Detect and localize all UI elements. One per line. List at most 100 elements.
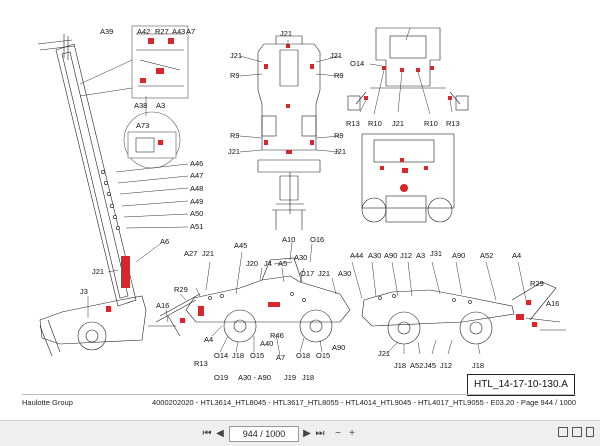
label-a10: A10 <box>282 235 295 244</box>
label-a90-a: A90 <box>332 343 345 352</box>
label-o14-left: O14 <box>214 351 228 360</box>
label-a40: A40 <box>260 339 273 348</box>
label-a30-b: A30 <box>294 253 307 262</box>
label-j3: J3 <box>80 287 88 296</box>
label-j12-b: J12 <box>440 361 452 370</box>
label-j21-br: J21 <box>334 147 346 156</box>
machine-front-view <box>347 27 469 111</box>
label-a45: A45 <box>234 241 247 250</box>
label-r10-l: R10 <box>368 119 382 128</box>
label-a52-b: A52 <box>410 361 423 370</box>
inset-detail-top <box>131 25 189 99</box>
fullscreen-icon[interactable] <box>586 427 594 437</box>
machine-rear-view <box>361 133 455 223</box>
label-a27: A27 <box>184 249 197 258</box>
label-a90-c: A90 <box>452 251 465 260</box>
label-a52-a: A52 <box>480 251 493 260</box>
double-page-view-icon[interactable] <box>572 427 582 437</box>
footer-doc-info: 4000202020 - HTL3614_HTL8045 - HTL3617_H… <box>151 398 576 407</box>
label-r27: R27 <box>155 27 169 36</box>
label-a46: A46 <box>190 159 203 168</box>
label-r9-bl: R9 <box>230 131 240 140</box>
label-j18-d: J18 <box>472 361 484 370</box>
single-page-view-icon[interactable] <box>558 427 568 437</box>
label-j4: J4 <box>264 259 272 268</box>
machine-lower-center-view <box>148 257 351 343</box>
machine-lower-right-view <box>361 281 566 345</box>
label-j18-a: J18 <box>232 351 244 360</box>
first-page-button[interactable]: ⏮ <box>202 428 212 439</box>
label-o15-a: O15 <box>250 351 264 360</box>
label-r10-r: R10 <box>424 119 438 128</box>
machine-top-view <box>257 35 321 230</box>
label-a6: A6 <box>160 237 169 246</box>
label-a16-left: A16 <box>156 301 169 310</box>
label-r29-left: R29 <box>174 285 188 294</box>
label-j21-d: J21 <box>378 349 390 358</box>
label-j21-b: J21 <box>202 249 214 258</box>
label-a16-right: A16 <box>546 299 559 308</box>
label-j12-a: J12 <box>400 251 412 260</box>
footer-company: Haulotte Group <box>22 398 73 407</box>
zoom-in-button[interactable]: + <box>349 428 355 439</box>
label-a39: A39 <box>100 27 113 36</box>
label-a42: A42 <box>137 27 150 36</box>
label-j21-top: J21 <box>280 29 292 38</box>
document-page: A39 A42 R27 A43 A7 A38 A3 A73 A46 A47 A4… <box>22 25 576 407</box>
label-j45: J45 <box>424 361 436 370</box>
machine-side-view <box>37 34 147 357</box>
label-a30-d: A30 <box>368 251 381 260</box>
label-a7-b: A7 <box>276 353 285 362</box>
label-a4-b: A4 <box>512 251 521 260</box>
label-j19: J19 <box>284 373 296 382</box>
label-r9-tr: R9 <box>334 71 344 80</box>
label-a30-a90: A30 - A90 <box>238 373 271 382</box>
label-r13-front-l: R13 <box>346 119 360 128</box>
label-a44: A44 <box>350 251 363 260</box>
label-o19: O19 <box>214 373 228 382</box>
previous-page-button[interactable]: ◀ <box>216 428 224 439</box>
label-a47: A47 <box>190 171 203 180</box>
label-r46: R46 <box>270 331 284 340</box>
label-j21-tl: J21 <box>230 51 242 60</box>
label-a48: A48 <box>190 184 203 193</box>
label-j31: J31 <box>430 249 442 258</box>
label-o17: O17 <box>300 269 314 278</box>
label-j20: J20 <box>246 259 258 268</box>
label-a49: A49 <box>190 197 203 206</box>
label-o18: O18 <box>296 351 310 360</box>
next-page-button[interactable]: ▶ <box>303 428 311 439</box>
label-r9-br: R9 <box>334 131 344 140</box>
footer-divider <box>22 394 576 395</box>
wiring-diagram: A39 A42 R27 A43 A7 A38 A3 A73 A46 A47 A4… <box>37 25 566 382</box>
last-page-button[interactable]: ⏭ <box>315 428 325 439</box>
label-a73: A73 <box>136 121 149 130</box>
label-j21-front: J21 <box>392 119 404 128</box>
label-j21-bl: J21 <box>228 147 240 156</box>
label-j21-left: J21 <box>92 267 104 276</box>
label-j18-b: J18 <box>302 373 314 382</box>
label-a30-c: A30 <box>338 269 351 278</box>
label-a4: A4 <box>204 335 213 344</box>
label-j18-c: J18 <box>394 361 406 370</box>
label-o15-b: O15 <box>316 351 330 360</box>
label-j21-c: J21 <box>318 269 330 278</box>
label-a43: A43 <box>172 27 185 36</box>
label-j21-tr: J21 <box>330 51 342 60</box>
label-a3-b: A3 <box>416 251 425 260</box>
page-number-input[interactable]: 944 / 1000 <box>229 426 299 442</box>
label-a3: A3 <box>156 101 165 110</box>
label-a50: A50 <box>190 209 203 218</box>
label-r9-tl: R9 <box>230 71 240 80</box>
label-a5: A5 <box>278 259 287 268</box>
drawing-reference: HTL_14-17-10-130.A <box>467 374 575 396</box>
label-r13-left: R13 <box>194 359 208 368</box>
viewer-toolbar: ⏮ ◀ 944 / 1000 ▶ ⏭ − + <box>0 420 600 446</box>
label-o14-front: O14 <box>350 59 364 68</box>
label-a51: A51 <box>190 222 203 231</box>
label-a7: A7 <box>186 27 195 36</box>
label-r29-right: R29 <box>530 279 544 288</box>
label-a90-b: A90 <box>384 251 397 260</box>
label-a38: A38 <box>134 101 147 110</box>
zoom-out-button[interactable]: − <box>335 428 341 439</box>
